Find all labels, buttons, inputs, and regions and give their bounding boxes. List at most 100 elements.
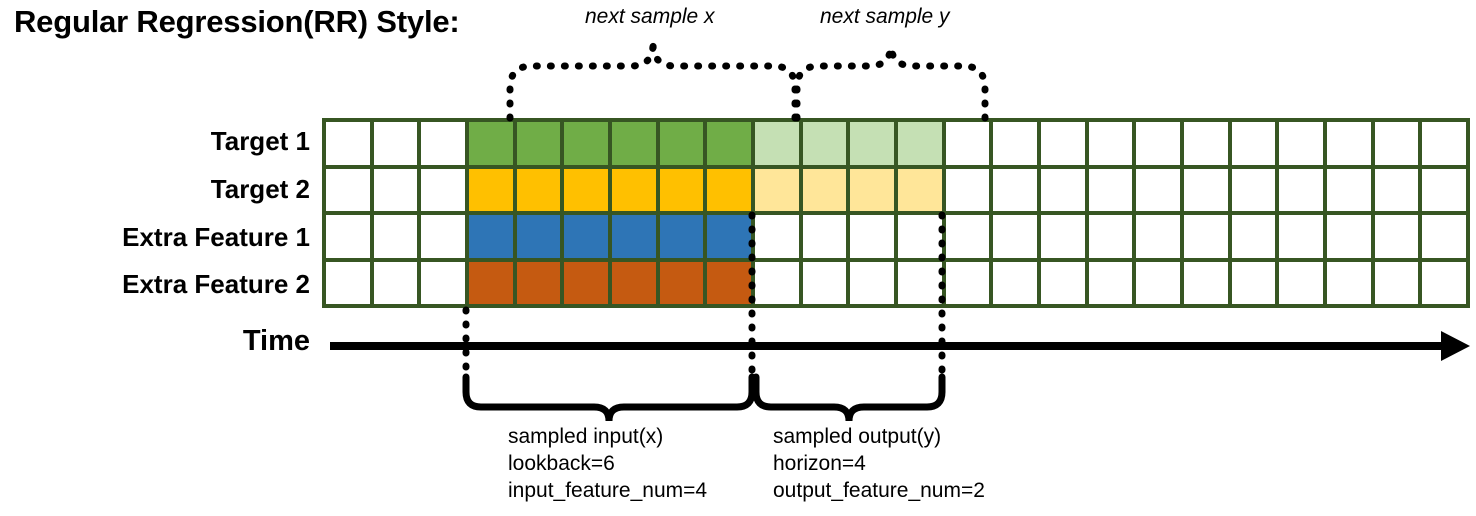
grid-cell-input [659,261,704,304]
dotted-brace-next-sample-y [793,40,989,122]
grid-cell-input [707,261,751,304]
bracket-label-output-line3: output_feature_num=2 [773,478,985,502]
grid-cell-input [659,168,704,211]
grid-cell [1088,261,1133,304]
grid-cell [421,215,465,258]
grid-cell [898,215,942,258]
grid-cell [421,122,465,165]
time-axis-arrow [330,331,1470,361]
grid-cell [1184,168,1228,211]
bracket-label-input-line2: lookback=6 [508,451,615,475]
bracket-label-output-line1: sampled output(y) [773,425,942,448]
grid-cell [755,215,799,258]
grid-cell [1088,122,1133,165]
annotation-next-sample-y: next sample y [820,5,950,28]
grid-cell [993,215,1037,258]
grid-cell [1279,215,1323,258]
grid-cell-output [755,168,799,211]
grid-cell-output [898,122,942,165]
grid-cell [898,261,942,304]
grid-cell [1231,122,1276,165]
grid-cell [1422,215,1466,258]
grid-cell-input [612,122,656,165]
grid-cell [1041,215,1085,258]
grid-cell [326,261,370,304]
grid-cell [1327,122,1371,165]
grid-cell [1088,168,1133,211]
page-title: Regular Regression(RR) Style: [14,4,460,39]
grid-cell-input [612,168,656,211]
grid-cell [1327,215,1371,258]
grid-cell [1422,122,1466,165]
grid-cell-input [516,122,561,165]
grid-cell [1088,215,1133,258]
grid-cell-input [564,122,608,165]
grid-cell-input [469,215,513,258]
grid-cell-output [850,168,894,211]
grid-cell [1231,168,1276,211]
grid-cell [1136,215,1180,258]
grid-cell [802,261,847,304]
grid-cell [1327,261,1371,304]
grid-cell [1041,261,1085,304]
grid-cell-input [659,215,704,258]
brace-sampled-input [462,373,756,422]
grid-cell [373,215,418,258]
bracket-label-input-line3: input_feature_num=4 [508,478,708,502]
grid-cell-input [564,215,608,258]
grid-cell-output [802,168,847,211]
grid-cell-output [755,122,799,165]
grid-cell-input [707,215,751,258]
grid-cell [1184,261,1228,304]
grid-cell [1231,261,1276,304]
grid-cell-input [564,168,608,211]
grid-cell-input [612,261,656,304]
grid-cell-input [659,122,704,165]
grid-cell [373,168,418,211]
grid-cell [373,122,418,165]
grid-cell-input [516,261,561,304]
grid-cell-output [898,168,942,211]
annotation-next-sample-x: next sample x [585,5,715,28]
grid-cell [1279,261,1323,304]
grid-cell [802,215,847,258]
grid-cell [326,168,370,211]
grid-cell [945,215,990,258]
grid-cell [945,168,990,211]
dotted-brace-next-sample-x [506,40,799,122]
grid-cell [1136,261,1180,304]
grid-cell [421,261,465,304]
grid-cell-input [516,215,561,258]
row-label-extra-feature-1: Extra Feature 1 [122,222,310,252]
grid-cell [1279,122,1323,165]
grid-cell [993,168,1037,211]
grid-cell [993,261,1037,304]
grid-cell [1231,215,1276,258]
grid-cell-input [516,168,561,211]
grid-cell-output [802,122,847,165]
grid-cell-input [707,168,751,211]
grid-cell [1374,168,1419,211]
grid-cell-input [469,261,513,304]
grid-cell [1184,215,1228,258]
grid-cell [945,261,990,304]
grid-cell [1041,168,1085,211]
row-label-column: Target 1 Target 2 Extra Feature 1 Extra … [10,118,310,308]
grid-cell [373,261,418,304]
grid-cell [326,122,370,165]
row-label-target-2: Target 2 [210,174,310,204]
grid-cell-input [469,122,513,165]
grid-cell [1374,122,1419,165]
grid-cell [850,215,894,258]
grid-cell [850,261,894,304]
grid-cell [1374,261,1419,304]
grid-cell [1422,168,1466,211]
bracket-label-output-line2: horizon=4 [773,451,866,475]
grid-cell [1136,122,1180,165]
grid-cell [1184,122,1228,165]
grid-cell [993,122,1037,165]
grid-cell [1327,168,1371,211]
grid-cell [1374,215,1419,258]
grid-cell-input [612,215,656,258]
